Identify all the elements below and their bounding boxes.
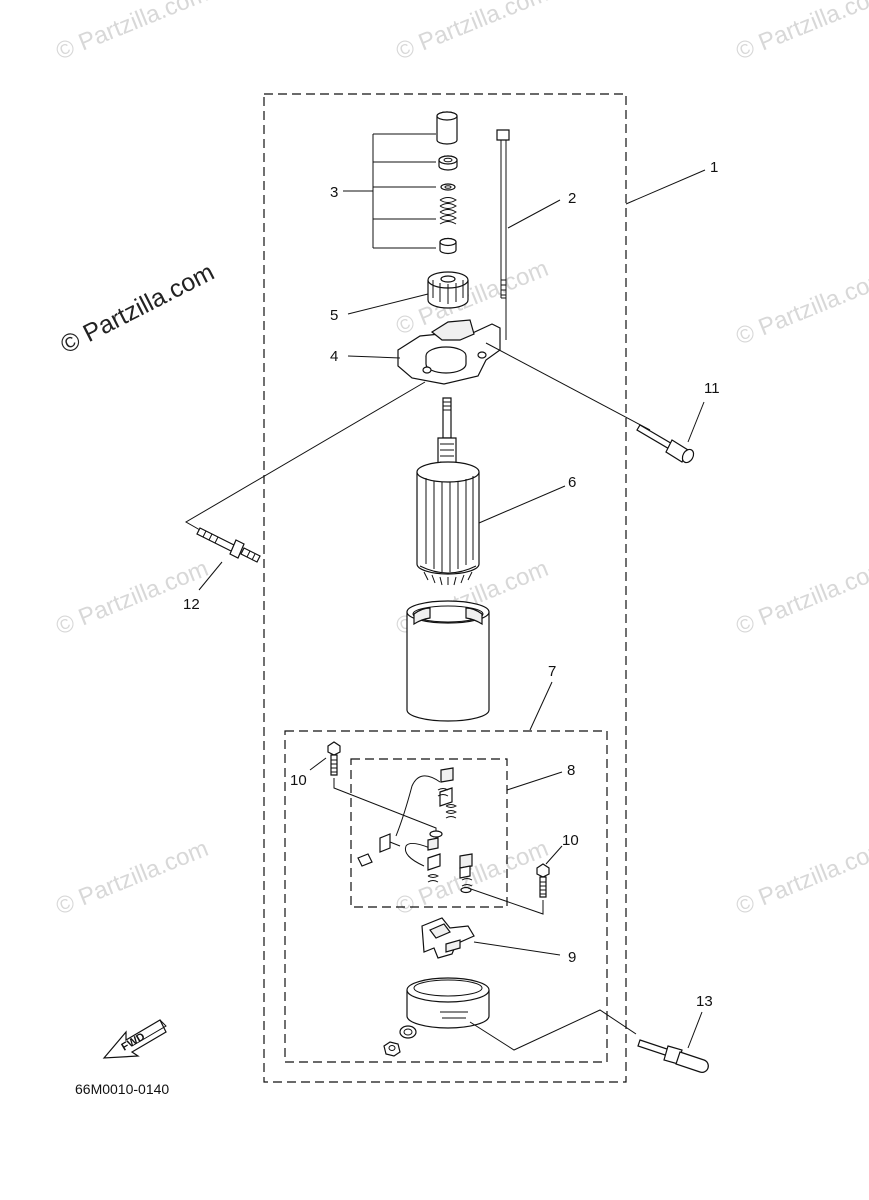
- brush-holder-box: [350, 758, 508, 908]
- callout-11: 11: [704, 380, 720, 397]
- callout-13: 13: [696, 993, 713, 1010]
- watermark: © Partzilla.com: [392, 835, 552, 921]
- watermark: © Partzilla.com: [52, 0, 212, 66]
- callout-3: 3: [330, 184, 338, 201]
- watermark-layer: © Partzilla.com © Partzilla.com © Partzi…: [52, 0, 869, 921]
- through-bolt: [496, 129, 561, 299]
- watermark: © Partzilla.com: [52, 835, 212, 921]
- stud-bolt-12: [196, 527, 261, 591]
- callout-8: 8: [567, 762, 575, 779]
- armature: [416, 397, 566, 586]
- end-cover-assembly-box: [284, 730, 608, 1063]
- starter-motor-assembly-box: [263, 93, 627, 1083]
- screw-10-left: [309, 741, 437, 838]
- nut-washer: [383, 1025, 417, 1057]
- watermark: © Partzilla.com: [392, 0, 552, 66]
- bolt-13: [637, 1011, 709, 1073]
- leader-line: [625, 169, 706, 205]
- callout-6: 6: [568, 474, 576, 491]
- callout-10-right: 10: [562, 832, 579, 849]
- brush-plate: [421, 917, 561, 959]
- fwd-arrow-icon: FWD: [102, 1019, 167, 1059]
- callout-12: 12: [183, 596, 200, 613]
- callout-2: 2: [568, 190, 576, 207]
- callout-10-left: 10: [290, 772, 307, 789]
- callout-9: 9: [568, 949, 576, 966]
- end-cover: [406, 977, 637, 1051]
- watermark: © Partzilla.com: [732, 265, 869, 351]
- callout-labels: 1 2 3 4 5 6 7 8 9 10 10 11 12 13: [183, 159, 720, 1010]
- front-bracket: [347, 319, 501, 385]
- watermark: © Partzilla.com: [732, 0, 869, 66]
- diagram-code: 66M0010-0140: [75, 1081, 169, 1097]
- yoke-housing: [406, 600, 490, 722]
- leader-line: [185, 381, 426, 531]
- watermark: © Partzilla.com: [732, 555, 869, 641]
- screw-10-right: [467, 845, 563, 915]
- pinion-stopper-set: [343, 111, 458, 255]
- brush-holder: [357, 767, 563, 894]
- callout-5: 5: [330, 307, 338, 324]
- leader-line: [529, 681, 553, 731]
- callout-4: 4: [330, 348, 338, 365]
- watermark: © Partzilla.com: [732, 835, 869, 921]
- bolt-11: [636, 401, 705, 464]
- partzilla-watermark: © Partzilla.com: [56, 258, 219, 359]
- pinion-gear: [347, 271, 469, 315]
- callout-7: 7: [548, 663, 556, 680]
- leader-line: [485, 342, 651, 431]
- callout-1: 1: [710, 159, 718, 176]
